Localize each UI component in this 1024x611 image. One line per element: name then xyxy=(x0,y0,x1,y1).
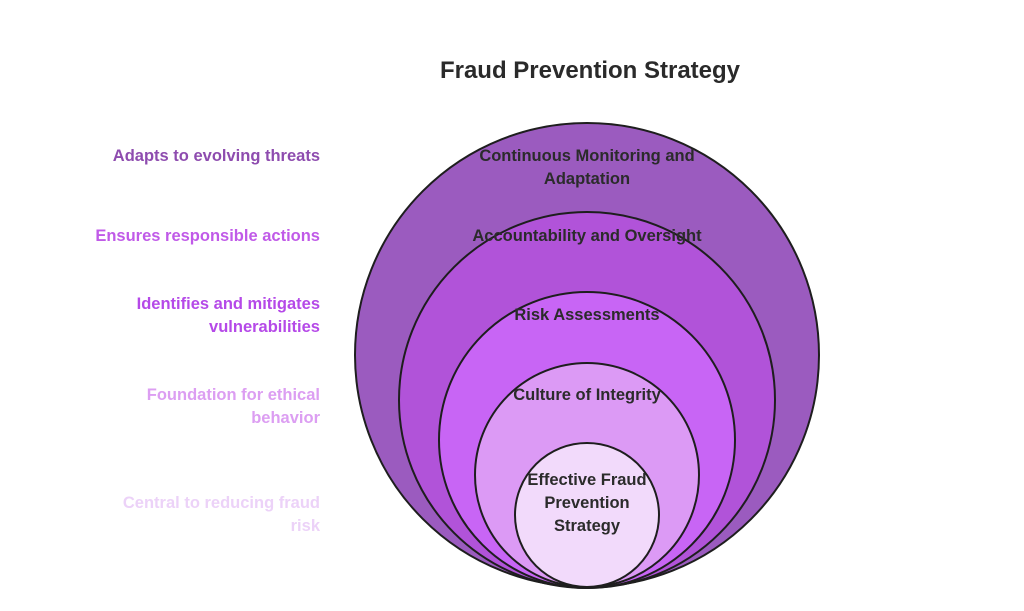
description-culture-of-integrity: Foundation for ethical behavior xyxy=(146,386,320,427)
ring-effective-fraud-prevention xyxy=(514,442,660,588)
ring-label-risk-assessments: Risk Assessments xyxy=(514,306,660,324)
ring-label-effective-fraud-prevention: Effective Fraud Prevention Strategy xyxy=(527,471,647,535)
description-continuous-monitoring: Adapts to evolving threats xyxy=(112,147,320,165)
description-risk-assessments: Identifies and mitigates vulnerabilities xyxy=(136,295,320,336)
description-effective-fraud-prevention: Central to reducing fraud risk xyxy=(122,494,320,535)
ring-label-accountability-oversight: Accountability and Oversight xyxy=(472,227,702,245)
diagram-title: Fraud Prevention Strategy xyxy=(439,57,741,84)
ring-label-culture-of-integrity: Culture of Integrity xyxy=(513,386,661,404)
description-accountability-oversight: Ensures responsible actions xyxy=(95,227,320,245)
ring-label-continuous-monitoring: Continuous Monitoring and Adaptation xyxy=(479,147,695,188)
